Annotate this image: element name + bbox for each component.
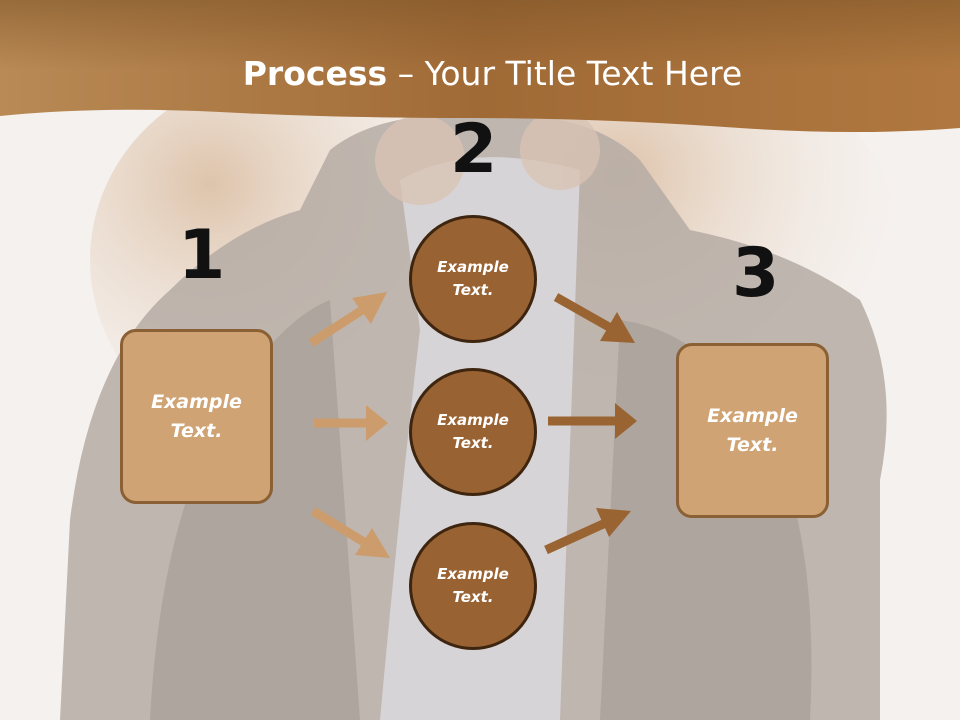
- arrow-left-to-mid: [314, 405, 388, 441]
- arrow-top-to-right: [553, 293, 635, 343]
- arrow-left-to-top: [308, 292, 387, 347]
- title-rest: – Your Title Text Here: [387, 54, 743, 93]
- right-box-text: Example Text.: [707, 404, 798, 456]
- circle-top-text: Example Text.: [437, 258, 509, 299]
- arrow-mid-to-right: [548, 403, 637, 439]
- right-box: Example Text.: [676, 343, 829, 518]
- arrow-bottom-to-right: [544, 508, 631, 555]
- slide-title: Process – Your Title Text Here: [0, 52, 960, 96]
- circle-bottom: Example Text.: [409, 522, 537, 650]
- step-number-1: 1: [178, 216, 226, 295]
- step-number-3: 3: [732, 234, 780, 313]
- arrow-left-to-bottom: [310, 507, 390, 558]
- circle-bottom-text: Example Text.: [437, 565, 509, 606]
- title-bold: Process: [242, 54, 388, 93]
- left-box: Example Text.: [120, 329, 273, 504]
- circle-middle: Example Text.: [409, 368, 537, 496]
- circle-top: Example Text.: [409, 215, 537, 343]
- step-number-2: 2: [450, 110, 498, 189]
- circle-middle-text: Example Text.: [437, 411, 509, 452]
- left-box-text: Example Text.: [151, 390, 242, 442]
